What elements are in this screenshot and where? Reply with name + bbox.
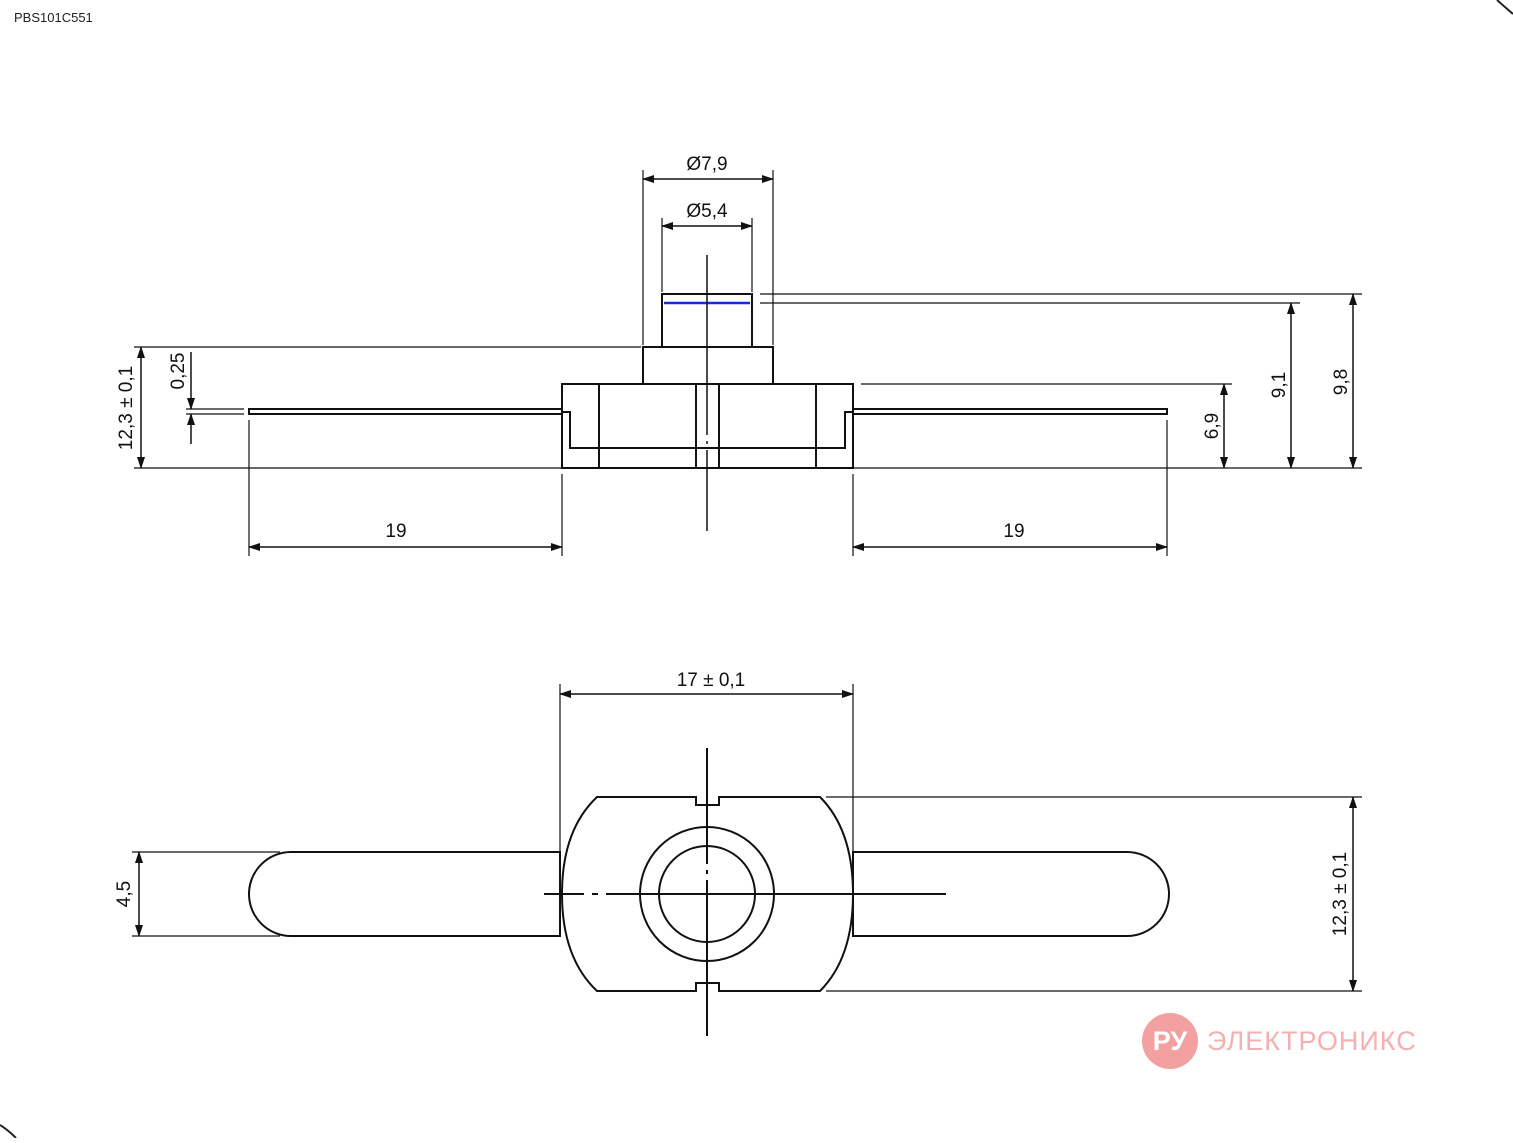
dim-dia54: Ø5,4: [686, 201, 728, 222]
top-extension-lines: [132, 684, 1362, 992]
dim-lead-right: 19: [1003, 521, 1024, 542]
dim-body-height: 6,9: [1202, 413, 1223, 439]
dim-top-total: 9,8: [1331, 369, 1352, 395]
part-number: PBS101C551: [14, 10, 93, 25]
lead-top-left: [248, 851, 561, 937]
top-centerlines: [544, 748, 946, 1036]
body-inner-step: [562, 411, 853, 449]
side-view: [248, 255, 1168, 531]
frame-corner: [0, 1124, 17, 1139]
dim-lead-left: 19: [385, 521, 406, 542]
dim-height-left: 12,3 ± 0,1: [116, 366, 137, 450]
lead-left: [248, 408, 563, 415]
dim-lead-width: 4,5: [114, 881, 135, 907]
dim-dia79: Ø7,9: [686, 154, 727, 175]
dim-body-depth: 12,3 ± 0,1: [1330, 852, 1351, 936]
watermark-name: ЭЛЕКТРОНИКС: [1207, 1025, 1417, 1056]
lead-top-right: [852, 851, 1170, 937]
watermark-badge: РУ: [1142, 1013, 1198, 1069]
side-extension-lines: [134, 170, 1362, 556]
watermark-logo: РУ ЭЛЕКТРОНИКС: [1142, 1013, 1417, 1069]
frame-corner: [1496, 0, 1513, 15]
dim-top-inner: 9,1: [1269, 372, 1290, 398]
top-dimension-lines: [135, 690, 1357, 992]
side-dimension-lines: [137, 175, 1357, 551]
dim-tab-thickness: 0,25: [168, 353, 189, 390]
lead-right: [852, 408, 1168, 415]
dim-body-width: 17 ± 0,1: [677, 670, 746, 691]
collar: [642, 346, 774, 385]
